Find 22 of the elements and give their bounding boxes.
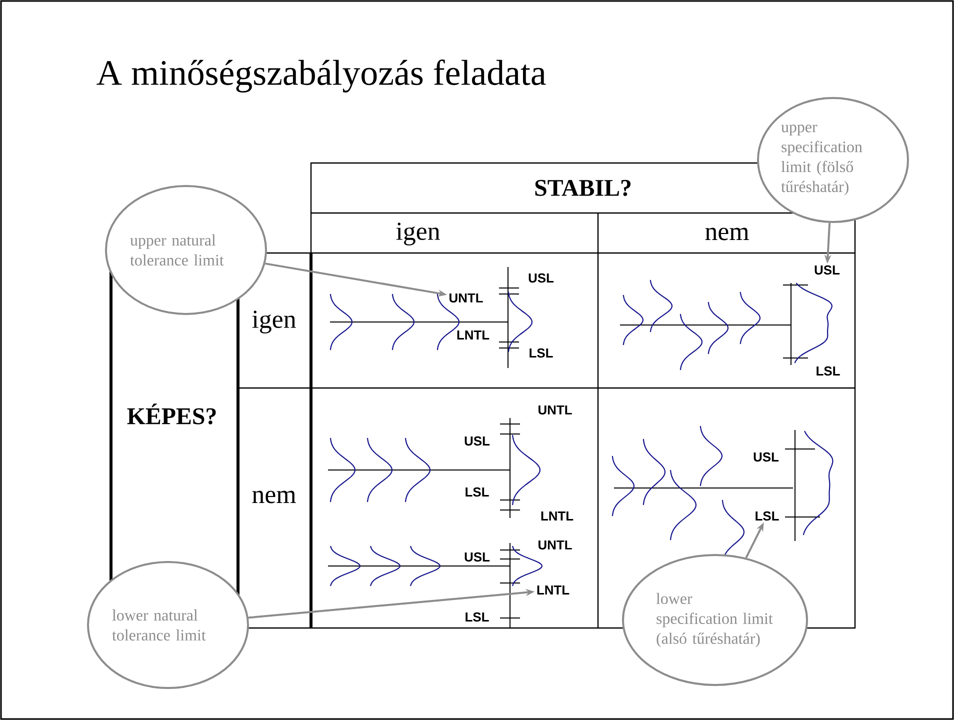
- chart-label: LSL: [816, 366, 840, 376]
- chart-label: LSL: [466, 612, 489, 622]
- header-text: nem: [252, 490, 296, 504]
- chart-label: LSL: [756, 511, 779, 521]
- column-header: STABIL?: [535, 180, 631, 196]
- header-text: nem: [705, 228, 749, 240]
- chart-label: LSL: [466, 487, 489, 497]
- chart-label: LNTL: [537, 586, 570, 594]
- header-text: igen: [396, 222, 440, 246]
- chart-label: UNTL: [538, 405, 572, 415]
- chart-label: USL: [464, 552, 490, 562]
- chart-label: LNTL: [457, 330, 490, 340]
- chart-label: USL: [528, 273, 554, 283]
- slide-title: A minőségszabályozás feladata: [96, 60, 546, 92]
- chart-label: USL: [464, 436, 490, 446]
- chart-label: UNTL: [538, 540, 572, 550]
- chart-label: LNTL: [541, 512, 574, 520]
- chart-label: LSL: [530, 348, 553, 358]
- chart-label: UNTL: [450, 293, 483, 303]
- chart-label: USL: [754, 452, 779, 462]
- chart-label: USL: [814, 265, 840, 275]
- row-header: KÉPES?: [127, 404, 216, 424]
